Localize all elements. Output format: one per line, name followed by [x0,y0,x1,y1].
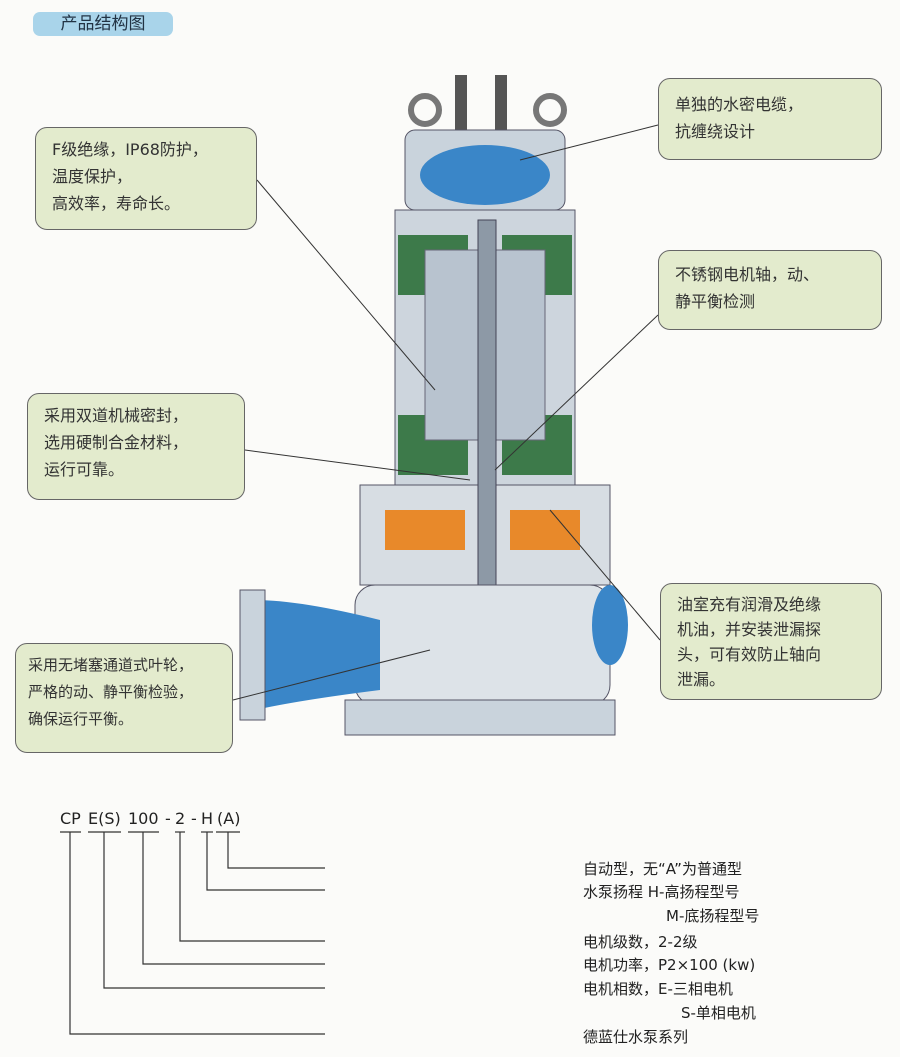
code-power: 100 [128,809,159,828]
code-dash: - [165,809,171,828]
callout-line: 单独的水密电缆， [675,95,804,114]
code-head: H [201,809,214,828]
pump-cross-section [239,75,628,736]
code-phase: E(S) [88,809,121,828]
callout-oil-chamber: 油室充有润滑及绝缘 机油，并安装泄漏探 头，可有效防止轴向 泄漏。 [660,583,882,700]
callout-line: 高效率，寿命长。 [52,194,181,213]
code-label-power: 电机功率，P2×100 (kw) [583,956,756,974]
callout-line: 泄漏。 [677,670,726,689]
callout-shaft: 不锈钢电机轴，动、 静平衡检测 [658,250,882,330]
callout-seal: 采用双道机械密封， 选用硬制合金材料， 运行可靠。 [27,393,245,500]
code-label-head: 水泵扬程 H-高扬程型号 [583,883,740,901]
section-title: 产品结构图 [33,12,173,36]
code-label-phase: 电机相数，E-三相电机 [583,980,733,998]
code-label-head-m: M-底扬程型号 [666,907,760,925]
callout-line: F级绝缘，IP68防护， [52,140,208,159]
callout-cable: 单独的水密电缆， 抗缠绕设计 [658,78,882,160]
leader-lines [232,124,661,701]
callout-line: 采用双道机械密封， [44,406,189,425]
callout-line: 油室充有润滑及绝缘 [677,595,822,614]
code-poles: 2 [175,809,186,828]
code-label-auto: 自动型，无“A”为普通型 [583,860,742,878]
callout-line: 确保运行平衡。 [28,710,134,728]
callout-line: 选用硬制合金材料， [44,433,189,452]
code-auto: (A) [217,809,241,828]
model-code-lines [60,831,325,1035]
callout-line: 严格的动、静平衡检验， [28,683,194,701]
code-label-poles: 电机级数，2-2级 [583,933,698,951]
callout-line: 抗缠绕设计 [675,122,756,141]
code-label-series: 德蓝仕水泵系列 [583,1028,689,1046]
callout-line: 不锈钢电机轴，动、 [675,265,820,284]
callout-line: 机油，并安装泄漏探 [677,620,822,639]
code-dash: - [191,809,197,828]
callout-impeller: 采用无堵塞通道式叶轮， 严格的动、静平衡检验， 确保运行平衡。 [15,643,233,753]
callout-line: 运行可靠。 [44,460,125,479]
code-label-phase-s: S-单相电机 [681,1004,756,1022]
callout-line: 采用无堵塞通道式叶轮， [28,656,194,674]
code-series: CP [60,809,81,828]
callout-line: 温度保护， [52,167,133,186]
callout-line: 头，可有效防止轴向 [677,645,822,664]
callout-insulation: F级绝缘，IP68防护， 温度保护， 高效率，寿命长。 [35,127,257,230]
callout-line: 静平衡检测 [675,292,756,311]
